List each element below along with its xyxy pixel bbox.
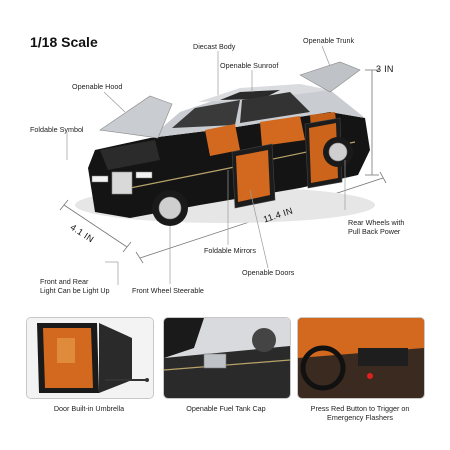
label-rear-wheels: Rear Wheels with Pull Back Power — [348, 218, 405, 236]
feature-thumb-flashers — [297, 317, 425, 399]
feature-thumb-umbrella — [26, 317, 154, 399]
car-illustration — [59, 45, 387, 285]
label-openable-trunk: Openable Trunk — [303, 36, 355, 45]
label-lights: Front and Rear Light Can be Light Up — [40, 277, 110, 295]
label-foldable-symbol: Foldable Symbol — [30, 125, 84, 134]
scale-title: 1/18 Scale — [30, 34, 98, 50]
label-diecast-body: Diecast Body — [193, 42, 236, 51]
dimension-height: 3 IN — [376, 64, 394, 74]
label-front-wheel: Front Wheel Steerable — [132, 286, 204, 295]
label-openable-hood: Openable Hood — [72, 82, 123, 91]
fuel-cap-image — [164, 318, 290, 398]
umbrella-door-image — [27, 318, 153, 398]
feature-thumb-fuel-cap — [163, 317, 291, 399]
label-foldable-mirrors: Foldable Mirrors — [204, 246, 256, 255]
caption-fuel-cap: Openable Fuel Tank Cap — [186, 404, 266, 413]
caption-flashers: Press Red Button to Trigger on Emergency… — [310, 404, 410, 423]
callout-lines — [66, 45, 346, 285]
dashboard-image — [298, 318, 424, 398]
label-openable-doors: Openable Doors — [242, 268, 295, 277]
label-openable-sunroof: Openable Sunroof — [220, 61, 279, 70]
caption-umbrella: Door Built-in Umbrella — [53, 404, 125, 413]
